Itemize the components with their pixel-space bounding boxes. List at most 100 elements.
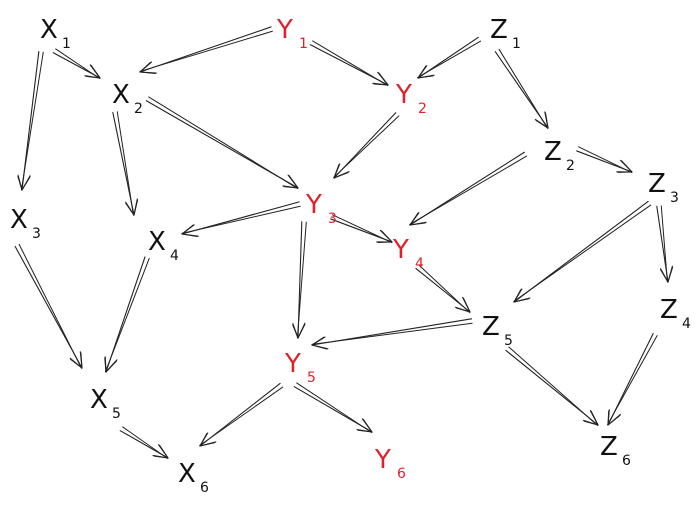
arrowhead-barb	[181, 224, 194, 235]
node-letter: X	[112, 80, 130, 110]
edge-shaft	[139, 30, 273, 72]
arrowhead-barb	[462, 296, 471, 313]
arrowhead-barb	[79, 351, 83, 369]
arrowhead-barb	[21, 175, 31, 191]
node-subscript: 4	[170, 248, 179, 264]
edge-shaft	[578, 146, 633, 174]
edge-shaft	[498, 48, 548, 129]
arrowhead-barb	[455, 307, 471, 313]
arrowhead-barb	[283, 186, 299, 189]
edge-shaft	[104, 257, 150, 373]
node-letter: Y	[284, 349, 301, 379]
edge-y3-to-x4	[181, 201, 301, 238]
node-letter: Z	[660, 295, 678, 325]
node-letter: Y	[276, 15, 293, 45]
edge-z5-to-y5	[311, 318, 473, 350]
node-letter: X	[40, 15, 58, 45]
edge-x2-to-y3	[145, 96, 299, 190]
arrowhead-barb	[105, 359, 118, 373]
arrowhead-barb	[311, 336, 325, 346]
arrowhead-barb	[607, 413, 621, 426]
arrowhead-barb	[619, 159, 633, 173]
arrowhead-barb	[133, 198, 138, 216]
arrowhead-barb	[125, 202, 135, 216]
edge-shaft	[55, 48, 101, 80]
arrowhead-barb	[583, 420, 599, 426]
edge-x1-to-x2	[52, 48, 101, 80]
arrowhead-barb	[660, 269, 669, 283]
edge-y1-to-x2	[139, 26, 273, 75]
node-letter: Z	[490, 15, 508, 45]
arrowhead-barb	[17, 175, 23, 191]
edge-x4-to-x5	[104, 256, 150, 373]
node-subscript: 2	[566, 158, 575, 174]
edge-y4-to-z5	[415, 264, 471, 313]
edge-z1-to-z2	[494, 48, 549, 129]
edge-x2-to-x4	[112, 111, 139, 216]
arrowhead-barb	[85, 75, 101, 79]
edge-shaft	[332, 214, 393, 244]
edge-y5-to-x6	[199, 382, 284, 447]
edge-shaft	[122, 426, 169, 460]
edge-z4-to-z6	[606, 332, 658, 426]
arrowhead-barb	[89, 64, 101, 79]
node-subscript: 3	[32, 226, 41, 242]
node-subscript: 1	[512, 36, 521, 52]
node-subscript: 5	[504, 333, 513, 349]
node-letter: Y	[392, 235, 409, 265]
arrowhead-barb	[292, 324, 299, 339]
arrowhead-barb	[535, 119, 549, 129]
arrowhead-barb	[333, 164, 340, 179]
edge-y2-to-y3	[333, 112, 400, 179]
arrowhead-barb	[379, 229, 393, 243]
arrowhead-barb	[199, 441, 217, 447]
edge-shaft	[409, 155, 528, 225]
arrowhead-barb	[513, 297, 531, 303]
edge-y1-to-y2	[309, 40, 389, 87]
edge-shaft	[312, 40, 389, 87]
arrowhead-barb	[70, 358, 83, 369]
edge-z5-to-z6	[505, 346, 599, 426]
node-letter: Z	[482, 312, 500, 342]
arrowhead-barb	[373, 83, 389, 86]
edge-x3-to-x5	[14, 243, 83, 369]
node-subscript: 1	[62, 36, 71, 52]
node-subscript: 6	[200, 480, 209, 496]
arrowhead-barb	[357, 429, 373, 433]
edge-z3-to-z5	[513, 200, 652, 303]
arrowhead-barb	[311, 344, 329, 350]
arrowhead-barb	[297, 322, 306, 339]
arrowhead-barb	[157, 444, 169, 459]
node-subscript: 5	[307, 370, 316, 386]
arrowhead-barb	[287, 174, 299, 189]
arrowhead-barb	[409, 221, 427, 226]
node-subscript: 4	[415, 256, 424, 272]
node-subscript: 6	[397, 466, 406, 482]
node-subscript: 5	[112, 406, 121, 422]
edge-shaft	[606, 335, 658, 426]
edge-shaft	[116, 111, 134, 216]
edge-y3-to-y5	[292, 221, 307, 339]
node-letter: X	[178, 459, 196, 489]
edge-y5-to-y6	[293, 382, 373, 434]
edge-shaft	[513, 204, 652, 303]
edge-shaft	[508, 346, 599, 426]
edge-z1-to-y2	[417, 36, 482, 79]
edge-shaft	[333, 115, 400, 179]
edge-x1-to-x3	[17, 50, 44, 191]
node-subscript: 1	[299, 36, 308, 52]
arrowhead-barb	[409, 212, 419, 226]
